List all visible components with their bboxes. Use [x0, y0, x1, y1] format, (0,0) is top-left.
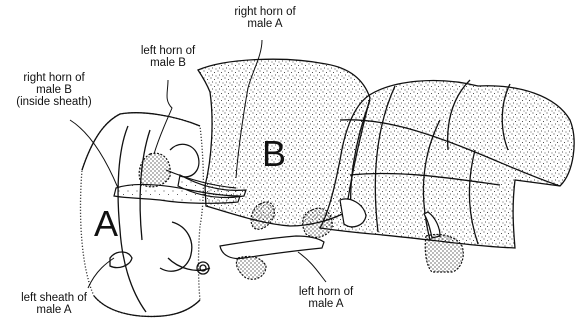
- callout-left-sheath-male-a: left sheath of male A: [8, 292, 100, 316]
- callout-line: (inside sheath): [6, 96, 102, 108]
- callout-line: male B: [6, 84, 102, 96]
- callout-left-horn-male-a: left horn of male A: [286, 286, 366, 310]
- callout-line: right horn of: [225, 6, 305, 18]
- callout-line: right horn of: [6, 72, 102, 84]
- callout-line: male A: [286, 298, 366, 310]
- callout-line: left horn of: [286, 286, 366, 298]
- leader-left-horn-male-a: [298, 252, 326, 282]
- callout-line: left sheath of: [8, 292, 100, 304]
- label-a: A: [94, 206, 118, 242]
- left-horn-male-a-shape: [220, 236, 324, 259]
- callout-line: left horn of: [128, 45, 208, 57]
- callout-left-horn-male-b: left horn of male B: [128, 45, 208, 69]
- callout-right-horn-male-b: right horn of male B (inside sheath): [6, 72, 102, 108]
- callout-line: male A: [225, 18, 305, 30]
- callout-line: male A: [8, 304, 100, 316]
- label-b: B: [262, 136, 286, 172]
- callout-right-horn-male-a: right horn of male A: [225, 6, 305, 30]
- callout-line: male B: [128, 57, 208, 69]
